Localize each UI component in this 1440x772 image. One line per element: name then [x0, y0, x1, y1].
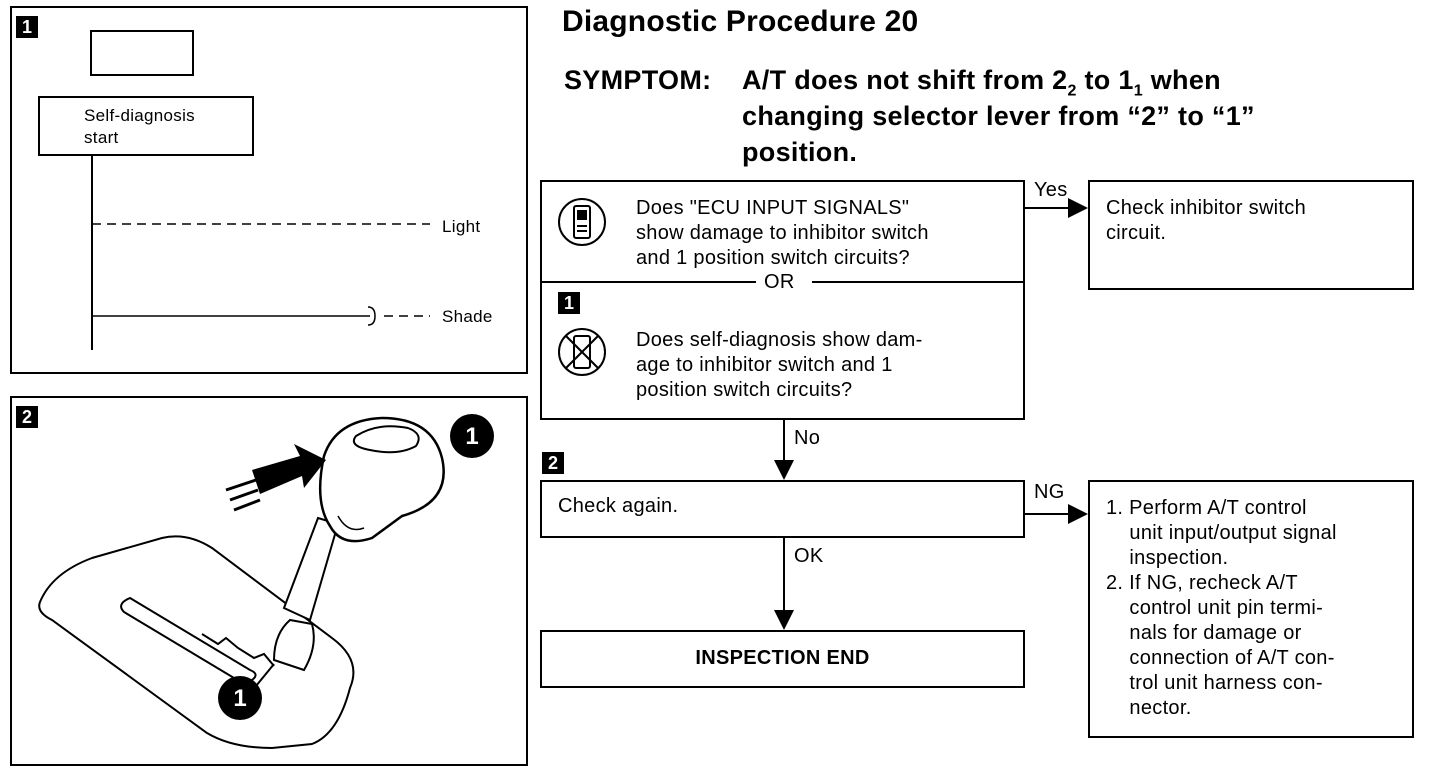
no-label: No [794, 427, 821, 449]
shade-label: Shade [442, 307, 493, 326]
check-again-text: Check again. [558, 495, 679, 517]
no-tester-icon [558, 328, 606, 376]
check-again-box: Check again. [540, 480, 1025, 538]
self-diagnosis-start-box: Self-diagnosis start [38, 96, 254, 156]
question-2-line-1: Does self-diagnosis show dam- [636, 329, 923, 351]
ng-line-9: nector. [1106, 697, 1192, 719]
ng-line-1: 1. Perform A/T control [1106, 497, 1307, 519]
ng-line-2: unit input/output signal [1106, 522, 1337, 544]
inspection-end-text: INSPECTION END [695, 647, 870, 669]
light-label: Light [442, 217, 481, 236]
or-label: OR [764, 271, 795, 293]
yes-result-line-2: circuit. [1106, 222, 1167, 244]
question-2-tag: 1 [558, 292, 580, 314]
yes-label: Yes [1034, 179, 1068, 201]
panel-self-diagnosis-timing: 1 Self-diagnosis start Light Shade [10, 6, 528, 374]
question-2-line-3: position switch circuits? [636, 379, 853, 401]
panel-2-tag: 2 [16, 406, 38, 428]
ng-line-4: 2. If NG, recheck A/T [1106, 572, 1298, 594]
ng-line-8: trol unit harness con- [1106, 672, 1323, 694]
ng-line-3: inspection. [1106, 547, 1229, 569]
ng-line-6: nals for damage or [1106, 622, 1302, 644]
ng-result-box: 1. Perform A/T control unit input/output… [1088, 480, 1414, 738]
inspection-end-box: INSPECTION END [540, 630, 1025, 688]
callout-1-top: 1 [465, 423, 479, 450]
self-diagnosis-start-line2: start [84, 128, 119, 147]
panel-1-timing-lines [91, 154, 430, 350]
symptom-line-2: changing selector lever from “2” to “1” [742, 101, 1255, 131]
question-1-line-3: and 1 position switch circuits? [636, 247, 910, 269]
question-1-line-2: show damage to inhibitor switch [636, 222, 929, 244]
or-divider [542, 281, 1023, 283]
consult-tester-icon [558, 198, 606, 246]
panel-1-tag: 1 [16, 16, 38, 38]
ng-line-7: connection of A/T con- [1106, 647, 1335, 669]
yes-result-box: Check inhibitor switch circuit. [1088, 180, 1414, 290]
symptom-label: SYMPTOM: [564, 65, 712, 95]
question-1-line-1: Does "ECU INPUT SIGNALS" [636, 197, 910, 219]
yes-result-line-1: Check inhibitor switch [1106, 197, 1307, 219]
ng-label: NG [1034, 481, 1065, 503]
symptom-line-3: position. [742, 137, 858, 167]
question-2-line-2: age to inhibitor switch and 1 [636, 354, 893, 376]
panel-selector-lever: 2 1 1 [10, 396, 528, 766]
callout-1-bottom: 1 [233, 685, 247, 712]
symptom-line-1: A/T does not shift from 22 to 11 when [742, 65, 1221, 100]
page-title: Diagnostic Procedure 20 [562, 5, 919, 38]
selector-lever-illustration [38, 414, 494, 750]
blank-indicator-box [90, 30, 194, 76]
self-diagnosis-start-line1: Self-diagnosis [84, 106, 195, 125]
step-2-tag: 2 [542, 452, 564, 474]
ng-line-5: control unit pin termi- [1106, 597, 1324, 619]
ok-label: OK [794, 545, 824, 567]
question-box: Does "ECU INPUT SIGNALS" show damage to … [540, 180, 1025, 420]
